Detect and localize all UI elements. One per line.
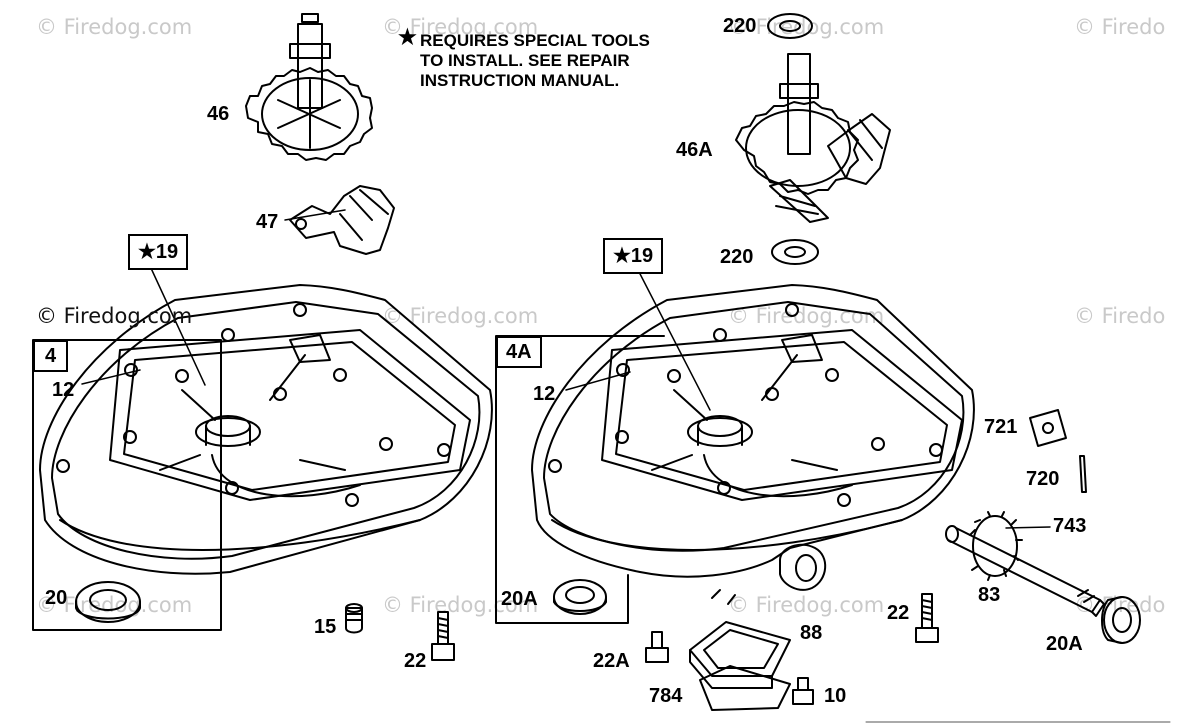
watermark: © Firedo [1074,304,1166,328]
bolt-22-left [431,611,455,661]
watermark: © Firedog.com [382,304,539,328]
note-line: REQUIRES SPECIAL TOOLS [420,31,650,50]
callout-220-bottom: 220 [720,246,754,268]
callout-4a: 4A [496,336,542,368]
callout-19-right: ★19 [603,238,664,274]
callout-12-left: 12 [52,379,75,401]
washer-220-bottom [771,239,819,265]
plate-721 [1029,409,1067,447]
governor-shaft-83 [945,511,1105,617]
sump-left [39,284,493,575]
bolt-22-right [915,593,939,643]
callout-20a-left: 20A [501,588,538,610]
watermark-dark: © Firedog.com [36,304,193,328]
oil-seal-20a-right [1101,596,1141,644]
special-tools-note: ★ REQUIRES SPECIAL TOOLS TO INSTALL. SEE… [398,26,650,91]
callout-220-top: 220 [723,15,757,37]
watermark: © Firedo [1074,593,1166,617]
watermark: © Firedog.com [36,15,193,39]
callout-720: 720 [1026,468,1060,490]
callout-20a-right: 20A [1046,633,1083,655]
callout-83: 83 [978,584,1001,606]
watermark: © Firedog.com [36,593,193,617]
callout-743: 743 [1053,515,1087,537]
callout-721: 721 [984,416,1018,438]
plug-15 [345,603,363,634]
callout-22a: 22A [593,650,630,672]
pin-720 [1079,455,1087,493]
watermark: © Firedo [1074,15,1166,39]
callout-10: 10 [824,685,847,707]
callout-22-right: 22 [887,602,910,624]
star-icon: ★ [398,26,417,49]
callout-box-4 [32,339,222,631]
watermark: © Firedog.com [382,593,539,617]
oil-seal-20 [75,581,141,623]
note-line: TO INSTALL. SEE REPAIR [420,51,630,70]
callout-88: 88 [800,622,823,644]
callout-15: 15 [314,616,337,638]
cam-gear-46a [735,53,891,223]
watermark: © Firedog.com [728,593,885,617]
callout-784: 784 [649,685,683,707]
oil-seal-20a-left [553,579,607,615]
callout-46a: 46A [676,139,713,161]
governor-47 [289,185,395,255]
watermark: © Firedog.com [382,15,539,39]
sump-right [531,284,975,605]
callout-12-right: 12 [533,383,556,405]
note-line: INSTRUCTION MANUAL. [420,71,620,90]
callout-4: 4 [33,340,69,372]
watermark: © Firedog.com [728,15,885,39]
washer-220-top [767,13,813,39]
bolt-22a [645,631,669,663]
callout-19-left: ★19 [128,234,189,270]
callout-22-left: 22 [404,650,427,672]
callout-20: 20 [45,587,68,609]
bolt-10 [792,677,814,705]
cam-gear-46 [245,13,373,161]
cover-88 [689,621,791,711]
leader-lines [81,209,1051,529]
callout-46: 46 [207,103,230,125]
callout-47: 47 [256,211,279,233]
